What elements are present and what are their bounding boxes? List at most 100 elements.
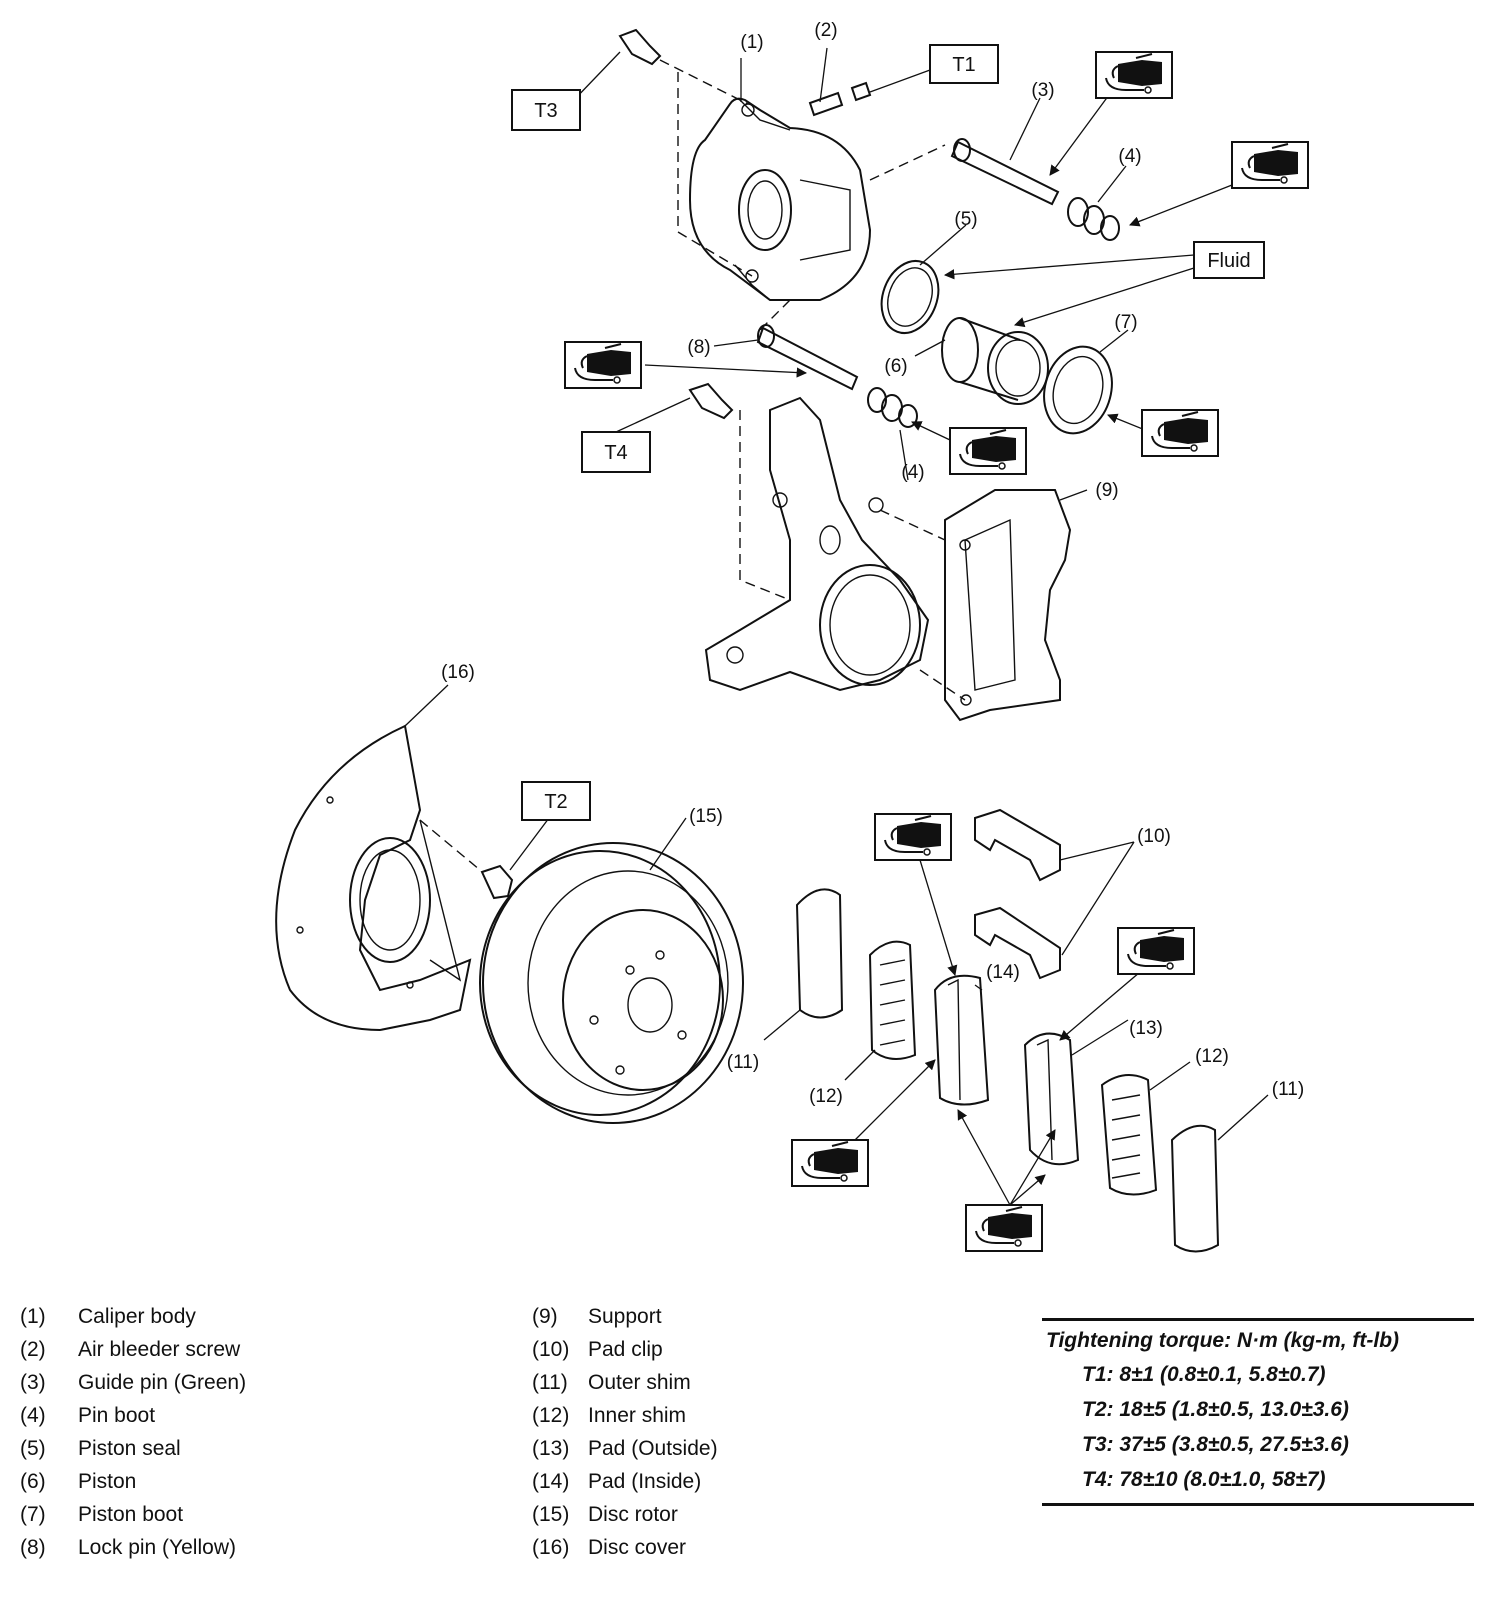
legend-row: (15)Disc rotor	[532, 1498, 718, 1531]
legend-row: (4) Pin boot	[20, 1399, 246, 1432]
legend-row: (3)Guide pin (Green)	[20, 1366, 246, 1399]
parts-legend-left: (1)Caliper body (2) Air bleeder screw (3)…	[20, 1300, 246, 1564]
legend-row: (8) Lock pin (Yellow)	[20, 1531, 246, 1564]
legend-row: (1)Caliper body	[20, 1300, 246, 1333]
legend-label: Lock pin (Yellow)	[78, 1536, 236, 1559]
piston	[941, 317, 1049, 405]
legend-row: (5) Piston seal	[20, 1432, 246, 1465]
callout-15: (15)	[689, 806, 723, 827]
bolt-t3	[618, 28, 662, 66]
exploded-brake-diagram: T1 T2 T3 T4 Fluid (1) (2) (3) (4) (4) (5…	[275, 20, 1309, 1253]
callout-11: (11)	[727, 1052, 759, 1073]
tag-box-fluid	[1193, 241, 1265, 279]
grease-tube-icon	[1117, 927, 1195, 975]
parts-legend-right: (9) Support (10) Pad clip (11)Outer shim (…	[532, 1300, 718, 1564]
legend-num: (14)	[532, 1470, 570, 1493]
disc-cover	[275, 724, 472, 1032]
pad-clip-upper	[974, 808, 1061, 882]
disc-rotor	[479, 842, 744, 1124]
piston-seal	[880, 260, 940, 334]
torque-row-t1: T1: 8±1 (0.8±0.1, 5.8±0.7)	[1082, 1363, 1326, 1386]
tag-box-t2	[521, 781, 591, 821]
outer-shim-right	[1170, 1124, 1220, 1253]
pin-boot-upper	[1067, 197, 1120, 241]
legend-label: Pin boot	[78, 1404, 156, 1427]
legend-num: (6)	[20, 1470, 46, 1493]
grease-tube-icon	[1095, 51, 1173, 99]
grease-tube-icon	[949, 427, 1027, 475]
legend-label: Piston seal	[78, 1437, 181, 1460]
legend-label: Piston	[78, 1470, 137, 1493]
legend-row: (12) Inner shim	[532, 1399, 718, 1432]
callout-11b: (11)	[1272, 1079, 1304, 1100]
legend-row: (13) Pad (Outside)	[532, 1432, 718, 1465]
pin-boot-lower	[867, 387, 918, 428]
legend-label: Air bleeder screw	[78, 1338, 241, 1361]
tag-t2: T2	[544, 791, 567, 813]
tag-t3: T3	[534, 100, 557, 122]
callout-13: (13)	[1129, 1018, 1163, 1039]
callout-12b: (12)	[1195, 1046, 1229, 1067]
grease-tube-icon	[1141, 409, 1219, 457]
caliper-body	[688, 97, 872, 301]
lock-pin	[756, 324, 859, 391]
tag-box-t1	[929, 44, 999, 84]
tag-t1: T1	[952, 54, 975, 76]
torque-top-rule	[1042, 1318, 1474, 1321]
bolt-t4	[688, 382, 734, 420]
tag-t4: T4	[604, 442, 627, 464]
bolt-t2	[480, 864, 514, 900]
callout-10: (10)	[1137, 826, 1171, 847]
legend-row: (16) Disc cover	[532, 1531, 718, 1564]
legend-num: (16)	[532, 1536, 570, 1559]
legend-num: (8)	[20, 1536, 46, 1559]
callout-4: (4)	[1118, 146, 1141, 167]
legend-num: (4)	[20, 1404, 46, 1427]
legend-row: (7)Piston boot	[20, 1498, 246, 1531]
tag-box-t4	[581, 431, 651, 473]
legend-label: Support	[588, 1305, 662, 1328]
grease-tube-icon	[965, 1204, 1043, 1252]
callout-5: (5)	[954, 209, 977, 230]
outer-shim-left	[795, 888, 844, 1019]
pad-inside	[933, 974, 990, 1106]
legend-row: (10) Pad clip	[532, 1333, 718, 1366]
legend-num: (10)	[532, 1338, 570, 1361]
legend-num: (7)	[20, 1503, 46, 1526]
pad-clip-lower	[974, 906, 1061, 980]
legend-num: (5)	[20, 1437, 46, 1460]
piston-boot	[1043, 345, 1113, 435]
legend-label: Pad clip	[588, 1338, 663, 1361]
inner-shim-right	[1100, 1074, 1158, 1196]
callout-4b: (4)	[901, 462, 924, 483]
torque-row-t4: T4: 78±10 (8.0±1.0, 58±7)	[1082, 1468, 1326, 1491]
legend-row: (11)Outer shim	[532, 1366, 718, 1399]
grease-tube-icon	[791, 1139, 869, 1187]
legend-num: (12)	[532, 1404, 570, 1427]
legend-num: (2)	[20, 1338, 46, 1361]
callout-16: (16)	[441, 662, 475, 683]
legend-num: (11)	[532, 1371, 568, 1394]
legend-num: (9)	[532, 1305, 558, 1328]
pad-outside	[1023, 1032, 1080, 1166]
tag-fluid: Fluid	[1207, 250, 1250, 272]
legend-label: Pad (Outside)	[588, 1437, 718, 1460]
legend-num: (13)	[532, 1437, 570, 1460]
legend-label: Disc rotor	[588, 1503, 678, 1526]
callout-6: (6)	[884, 356, 907, 377]
callout-9: (9)	[1095, 480, 1118, 501]
torque-row-t2: T2: 18±5 (1.8±0.5, 13.0±3.6)	[1082, 1398, 1349, 1421]
grease-tube-icon	[874, 813, 952, 861]
legend-row: (14) Pad (Inside)	[532, 1465, 718, 1498]
legend-num: (3)	[20, 1371, 46, 1394]
legend-label: Pad (Inside)	[588, 1470, 702, 1493]
air-bleeder-screw	[808, 81, 872, 117]
grease-tube-icon	[1231, 141, 1309, 189]
callout-12: (12)	[809, 1086, 843, 1107]
legend-label: Caliper body	[78, 1305, 196, 1328]
legend-label: Inner shim	[588, 1404, 687, 1427]
callout-7: (7)	[1114, 312, 1137, 333]
callout-3: (3)	[1031, 80, 1054, 101]
torque-title: Tightening torque: N·m (kg-m, ft-lb)	[1046, 1329, 1400, 1352]
legend-label: Disc cover	[588, 1536, 687, 1559]
